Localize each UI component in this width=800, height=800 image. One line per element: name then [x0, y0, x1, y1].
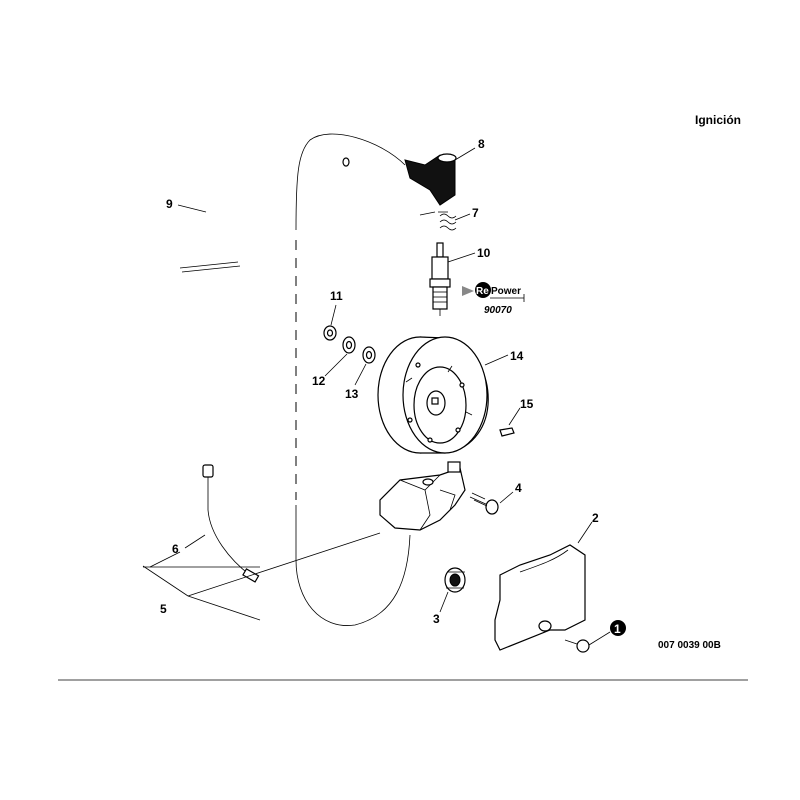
part-12-washer [342, 336, 356, 354]
part-15-key [499, 427, 515, 437]
arrow-icon [462, 286, 474, 296]
svg-text:Power: Power [491, 286, 521, 297]
callout-4: 4 [515, 481, 522, 495]
part-8-spark-plug-boot [404, 153, 457, 206]
callout-14: 14 [510, 349, 524, 363]
drawing-id: 007 0039 00B [658, 640, 721, 651]
callout-7: 7 [472, 206, 479, 220]
callout-15: 15 [520, 397, 534, 411]
part-10-spark-plug [429, 242, 451, 316]
part-13-washer [362, 346, 376, 364]
ignition-cable [295, 133, 411, 626]
part-4-screw [469, 492, 499, 515]
callout-12: 12 [312, 374, 326, 388]
part-3-grommet [444, 567, 466, 593]
part-2-cover [494, 544, 586, 651]
part-11-nut [323, 325, 337, 341]
callout-8: 8 [478, 137, 485, 151]
callout-2: 2 [592, 511, 599, 525]
callout-11: 11 [330, 289, 343, 303]
section-title: Ignición [695, 113, 741, 127]
repower-logo: Re Power 90070 [462, 282, 525, 316]
callout-9: 9 [166, 197, 173, 211]
svg-text:Re: Re [476, 286, 489, 297]
callout-5: 5 [160, 602, 167, 616]
part-14-flywheel [377, 336, 489, 454]
circled-1-badge [610, 620, 626, 636]
part-7-spring [419, 211, 457, 231]
callout-3: 3 [433, 612, 440, 626]
cover-screw [564, 639, 590, 653]
part-6-ground-wire [202, 464, 260, 583]
part-9-tube [179, 152, 350, 341]
part-5-ignition-module [379, 461, 466, 531]
callout-13: 13 [345, 387, 359, 401]
callout-10: 10 [477, 246, 491, 260]
callout-1: 1 [614, 622, 621, 636]
repower-part-number: 90070 [484, 305, 512, 316]
callout-6: 6 [172, 542, 179, 556]
